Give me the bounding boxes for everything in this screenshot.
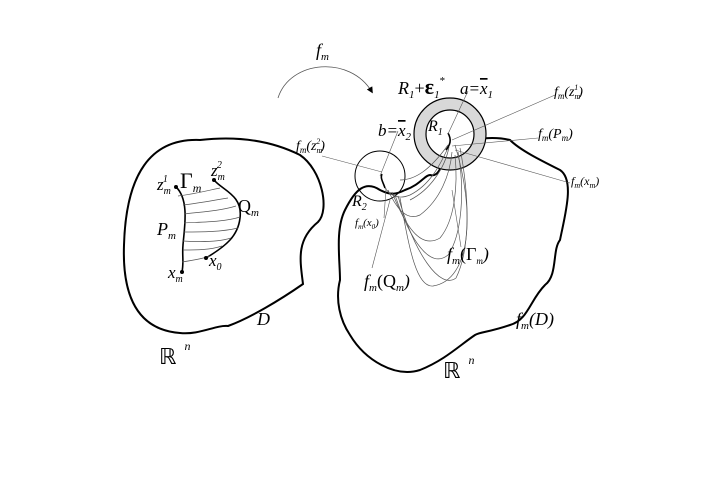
label-fm-q: fm(Qm) xyxy=(364,271,410,294)
label-q-m: Qm xyxy=(238,196,259,219)
mapping-arrow xyxy=(277,66,373,99)
label-x0: x0 xyxy=(208,251,222,273)
point-x0 xyxy=(204,256,208,260)
label-fm-z2: fm(zm2) xyxy=(296,137,325,155)
image-curve-family xyxy=(384,144,468,287)
label-fm-pm: fm(Pm) xyxy=(538,127,573,143)
label-d: D xyxy=(256,309,270,329)
annulus-inner xyxy=(425,109,475,159)
curve-q-m xyxy=(205,179,241,259)
pointer-lines xyxy=(321,90,571,269)
point-xm xyxy=(180,270,184,274)
image-q-m xyxy=(380,173,386,189)
label-gamma-m: Γm xyxy=(180,168,202,195)
curve-p-m xyxy=(175,186,186,273)
label-xm: xm xyxy=(167,263,183,285)
label-fm-d: fm(D) xyxy=(516,309,554,332)
label-fm-z1: fm(zm1) xyxy=(554,83,583,101)
curve-family-gamma-m xyxy=(177,187,241,263)
label-z1: zm1 xyxy=(156,174,171,197)
label-z2: zm2 xyxy=(210,160,225,183)
image-p-m xyxy=(445,132,451,151)
label-fm-x0: fm(x0) xyxy=(355,217,379,231)
label-fm-gamma: fm(Γm) xyxy=(447,244,489,267)
label-a-eq-x1: a=x1 xyxy=(460,79,493,101)
label-fm-top: fm xyxy=(316,40,329,63)
label-p-m: Pm xyxy=(156,219,176,242)
domain-d-boundary xyxy=(122,137,325,335)
label-r2: R2 xyxy=(351,193,367,213)
point-z2 xyxy=(212,178,216,182)
label-r1-eps: R1+ε1* xyxy=(397,74,445,101)
point-z1 xyxy=(174,185,178,189)
label-fm-xm: fm(xm) xyxy=(571,174,599,190)
ball-r2 xyxy=(354,150,406,202)
label-r1: R1 xyxy=(427,118,443,138)
label-b-eq-x2: b=x2 xyxy=(378,121,412,143)
